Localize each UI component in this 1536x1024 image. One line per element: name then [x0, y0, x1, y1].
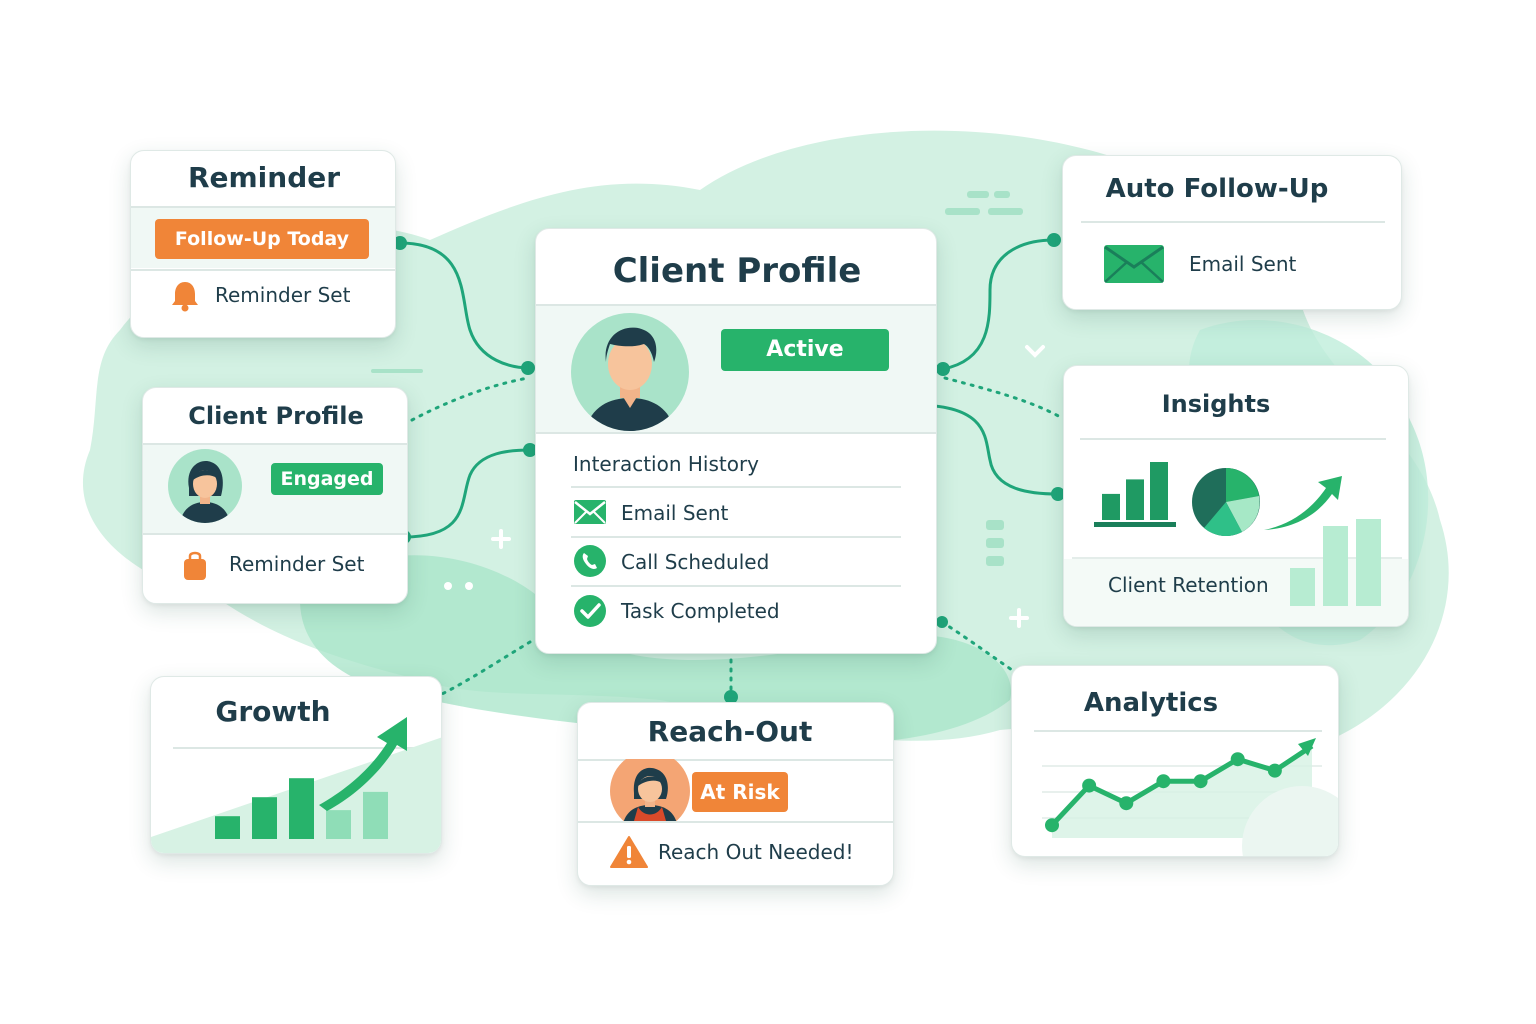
card-title: Insights — [1161, 390, 1271, 418]
decorative-circle — [1242, 786, 1338, 856]
at-risk-badge[interactable]: At Risk — [692, 772, 788, 812]
growth-bar — [252, 797, 277, 839]
active-status-badge[interactable]: Active — [721, 329, 889, 371]
client-retention-label: Client Retention — [1108, 573, 1269, 597]
divider — [536, 432, 936, 434]
analytics-point — [1156, 774, 1171, 789]
growth-card[interactable]: Growth — [150, 676, 442, 854]
bell-icon — [172, 282, 198, 312]
divider — [536, 304, 936, 306]
reminder-set-label: Reminder Set — [229, 552, 365, 576]
divider — [571, 536, 901, 538]
interaction-history-heading: Interaction History — [573, 452, 760, 476]
divider — [173, 747, 417, 749]
connector-lines — [399, 238, 1059, 539]
bar-chart-baseline — [1094, 522, 1176, 527]
female-avatar-icon — [610, 759, 690, 821]
decorative-plus — [491, 529, 1029, 628]
reminder-card[interactable]: Reminder Follow-Up Today Reminder Set — [130, 150, 396, 338]
growth-bar — [363, 791, 388, 839]
growth-bar — [289, 778, 314, 839]
growth-arrow-icon — [319, 717, 407, 811]
analytics-point — [1045, 818, 1059, 833]
envelope-icon — [1104, 245, 1164, 283]
analytics-point — [1193, 774, 1208, 789]
male-avatar-icon — [571, 313, 689, 431]
insights-bar — [1126, 479, 1144, 520]
divider — [571, 585, 901, 587]
analytics-arrowhead-icon — [1298, 738, 1316, 756]
client-profile-card-main[interactable]: Client Profile Active Interaction Histor… — [535, 228, 937, 654]
analytics-point — [1119, 796, 1134, 811]
trend-arrow-icon — [1264, 476, 1342, 530]
divider — [1081, 221, 1385, 223]
card-title: Reach-Out — [647, 715, 813, 748]
bag-icon — [184, 551, 206, 580]
retention-bar — [1323, 526, 1348, 606]
card-title: Analytics — [1083, 688, 1219, 718]
phone-icon — [574, 545, 606, 577]
retention-bar — [1290, 568, 1315, 606]
insights-graphics — [1064, 462, 1408, 626]
warning-icon — [610, 836, 648, 868]
reminder-set-label: Reminder Set — [215, 283, 351, 307]
growth-bar — [326, 810, 351, 839]
client-profile-card-small[interactable]: Client Profile Engaged Reminder Set — [142, 387, 408, 604]
footer-band — [1064, 559, 1408, 626]
history-item-label: Call Scheduled — [621, 550, 770, 574]
insights-bar — [1150, 462, 1168, 520]
history-item[interactable]: Call Scheduled — [571, 540, 901, 586]
check-circle-icon — [574, 595, 606, 627]
insights-card[interactable]: Insights Client Retention — [1063, 365, 1409, 627]
divider — [578, 821, 893, 823]
reach-out-card[interactable]: Reach-Out At Risk Reach Out Needed! — [577, 702, 894, 886]
insights-bar — [1102, 493, 1120, 520]
divider — [143, 533, 407, 535]
follow-up-badge[interactable]: Follow-Up Today — [155, 219, 369, 259]
analytics-point — [1082, 778, 1097, 793]
decorative-chevron — [1025, 345, 1045, 358]
divider — [578, 759, 893, 761]
analytics-point — [1230, 752, 1245, 767]
analytics-point — [1267, 763, 1282, 778]
divider — [1080, 438, 1386, 440]
divider — [131, 269, 395, 271]
history-item-label: Task Completed — [621, 599, 780, 623]
history-item[interactable]: Task Completed — [571, 589, 901, 635]
auto-follow-up-card[interactable]: Auto Follow-Up Email Sent — [1062, 155, 1402, 310]
engaged-badge[interactable]: Engaged — [271, 463, 383, 495]
decorative-dashes — [371, 191, 1023, 566]
card-title: Growth — [215, 695, 331, 728]
reach-out-needed-label: Reach Out Needed! — [658, 840, 854, 864]
retention-bar — [1356, 519, 1381, 606]
divider — [143, 443, 407, 445]
decorative-dots — [444, 582, 473, 590]
history-item-label: Email Sent — [621, 501, 729, 525]
history-item[interactable]: Email Sent — [571, 491, 901, 537]
analytics-card[interactable]: Analytics — [1011, 665, 1339, 857]
analytics-line-chart — [1042, 738, 1338, 856]
card-title: Client Profile — [612, 251, 862, 291]
card-title: Client Profile — [188, 402, 364, 430]
background-blob-inner — [300, 555, 1012, 744]
female-avatar-icon — [168, 449, 242, 523]
email-sent-label: Email Sent — [1189, 252, 1297, 276]
envelope-icon — [574, 500, 606, 524]
card-title: Auto Follow-Up — [1105, 174, 1329, 204]
growth-graphic — [151, 717, 441, 853]
divider — [131, 206, 395, 208]
divider — [571, 486, 901, 488]
pie-chart-icon — [1192, 468, 1260, 537]
growth-bar — [215, 816, 240, 839]
card-title: Reminder — [187, 161, 341, 194]
divider — [1034, 730, 1322, 732]
